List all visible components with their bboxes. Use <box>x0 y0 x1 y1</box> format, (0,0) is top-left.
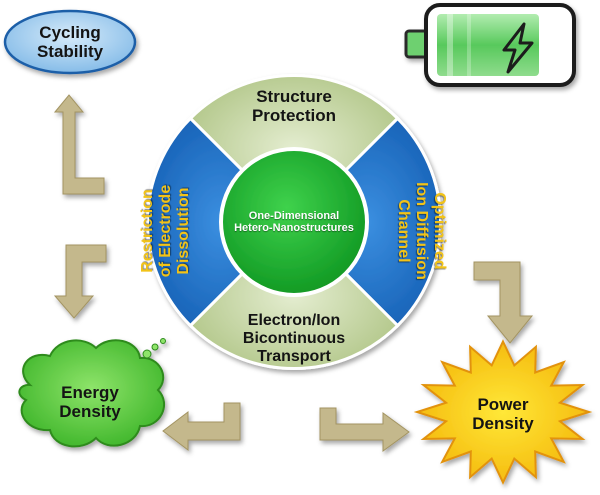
restriction-electrode-dissolution-text: Restriction of Electrode Dissolution <box>139 184 192 278</box>
cycling-stability-text: Cycling Stability <box>36 22 104 61</box>
segment-right-label: Optimized Ion Diffusion Channel <box>391 166 451 296</box>
power-density-label: Power Density <box>440 384 566 444</box>
wheel <box>146 74 442 370</box>
segment-left-label: Restriction of Electrode Dissolution <box>136 166 196 296</box>
power-density-text: Power Density <box>472 394 534 433</box>
arrow-right-down <box>473 261 534 344</box>
battery-icon <box>404 3 576 87</box>
energy-density-cloud <box>18 338 166 448</box>
arrow-to-energy <box>53 244 107 319</box>
one-dimensional-hetero-nanostructures-text: One-Dimensional Hetero-Nanostructures <box>234 209 354 234</box>
center-label: One-Dimensional Hetero-Nanostructures <box>225 200 363 244</box>
energy-density-text: Energy Density <box>59 382 121 421</box>
center-circle <box>219 147 369 297</box>
cycling-stability-label: Cycling Stability <box>5 12 135 72</box>
structure-protection-text: Structure Protection <box>251 86 337 125</box>
power-density-burst <box>413 339 593 485</box>
energy-density-label: Energy Density <box>25 372 155 432</box>
segment-top-label: Structure Protection <box>219 82 369 130</box>
cycling-stability-bubble <box>3 9 137 75</box>
optimized-ion-diffusion-channel-text: Optimized Ion Diffusion Channel <box>395 182 448 280</box>
arrow-right-bottom <box>319 407 410 452</box>
electron-ion-bicontinuous-transport-text: Electron/Ion Bicontinuous Transport <box>242 312 346 365</box>
arrow-left-bottom <box>162 402 241 452</box>
segment-bottom-label: Electron/Ion Bicontinuous Transport <box>209 307 379 371</box>
lightning-bolt-icon <box>502 22 534 74</box>
arrow-to-cycling <box>53 94 105 195</box>
